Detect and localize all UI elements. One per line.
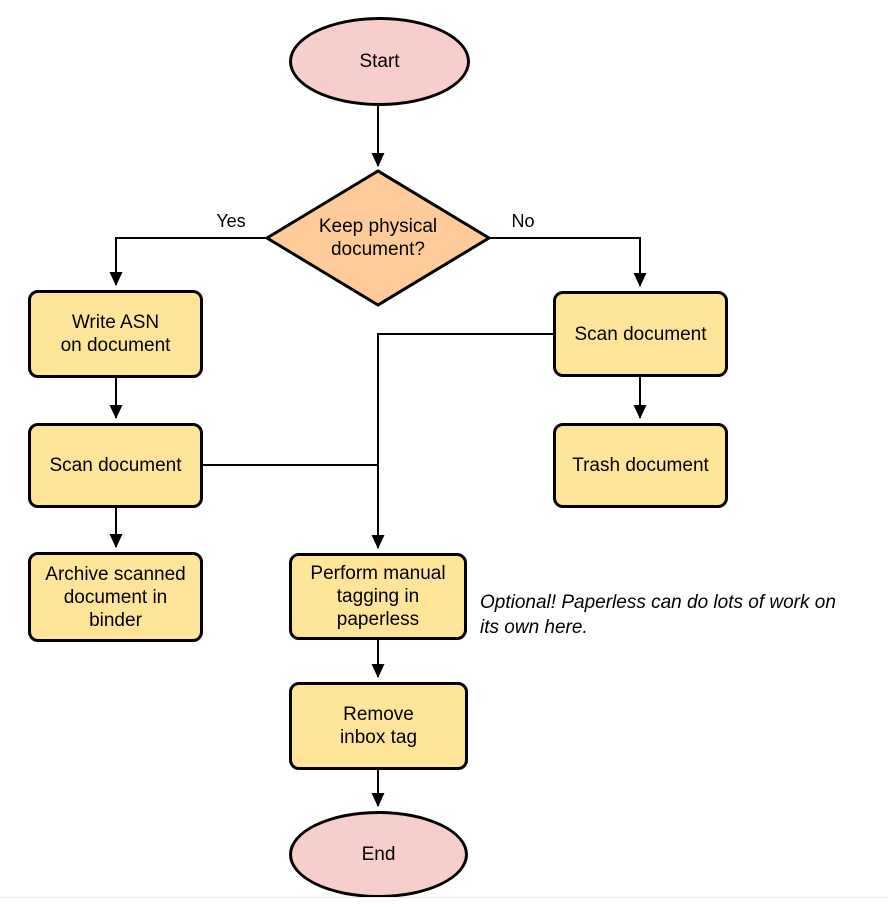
remove-inbox-tag-node: Remove inbox tag — [289, 682, 468, 770]
archive-node: Archive scanned document in binder — [28, 552, 203, 642]
decision-diamond-shape — [264, 169, 492, 307]
manual-tagging-node: Perform manual tagging in paperless — [289, 553, 467, 640]
optional-annotation: Optional! Paperless can do lots of work … — [480, 592, 836, 638]
manual-tagging-node-label: Perform manual tagging in paperless — [310, 563, 446, 630]
edge-label-yes: Yes — [205, 209, 257, 233]
trash-document-node-label: Trash document — [572, 455, 709, 476]
archive-node-label: Archive scanned document in binder — [45, 563, 186, 631]
write-asn-node-label: Write ASN on document — [60, 312, 171, 356]
scan-document-right-node: Scan document — [553, 291, 728, 377]
edge-label-no-text: No — [511, 211, 535, 231]
edge-label-no: No — [499, 209, 547, 233]
end-node: End — [289, 811, 468, 898]
connector-decision-no-to-scan-right — [489, 237, 647, 287]
connector-scan-right-to-tagging — [371, 333, 553, 549]
page-bottom-border — [0, 897, 888, 898]
remove-inbox-tag-node-label: Remove inbox tag — [339, 704, 418, 748]
trash-document-node: Trash document — [553, 423, 728, 508]
scan-document-right-node-label: Scan document — [574, 323, 707, 345]
scan-document-left-node-label: Scan document — [49, 455, 182, 476]
start-node: Start — [289, 17, 470, 106]
edge-label-yes-text: Yes — [216, 211, 246, 231]
connector-decision-yes-to-write-asn — [109, 237, 267, 286]
start-node-label: Start — [359, 51, 400, 72]
write-asn-node: Write ASN on document — [28, 290, 203, 378]
end-node-label: End — [361, 844, 396, 865]
decision-node-label: Keep physical document? — [318, 216, 438, 260]
decision-node: Keep physical document? — [293, 210, 463, 266]
scan-document-left-node: Scan document — [28, 423, 203, 508]
